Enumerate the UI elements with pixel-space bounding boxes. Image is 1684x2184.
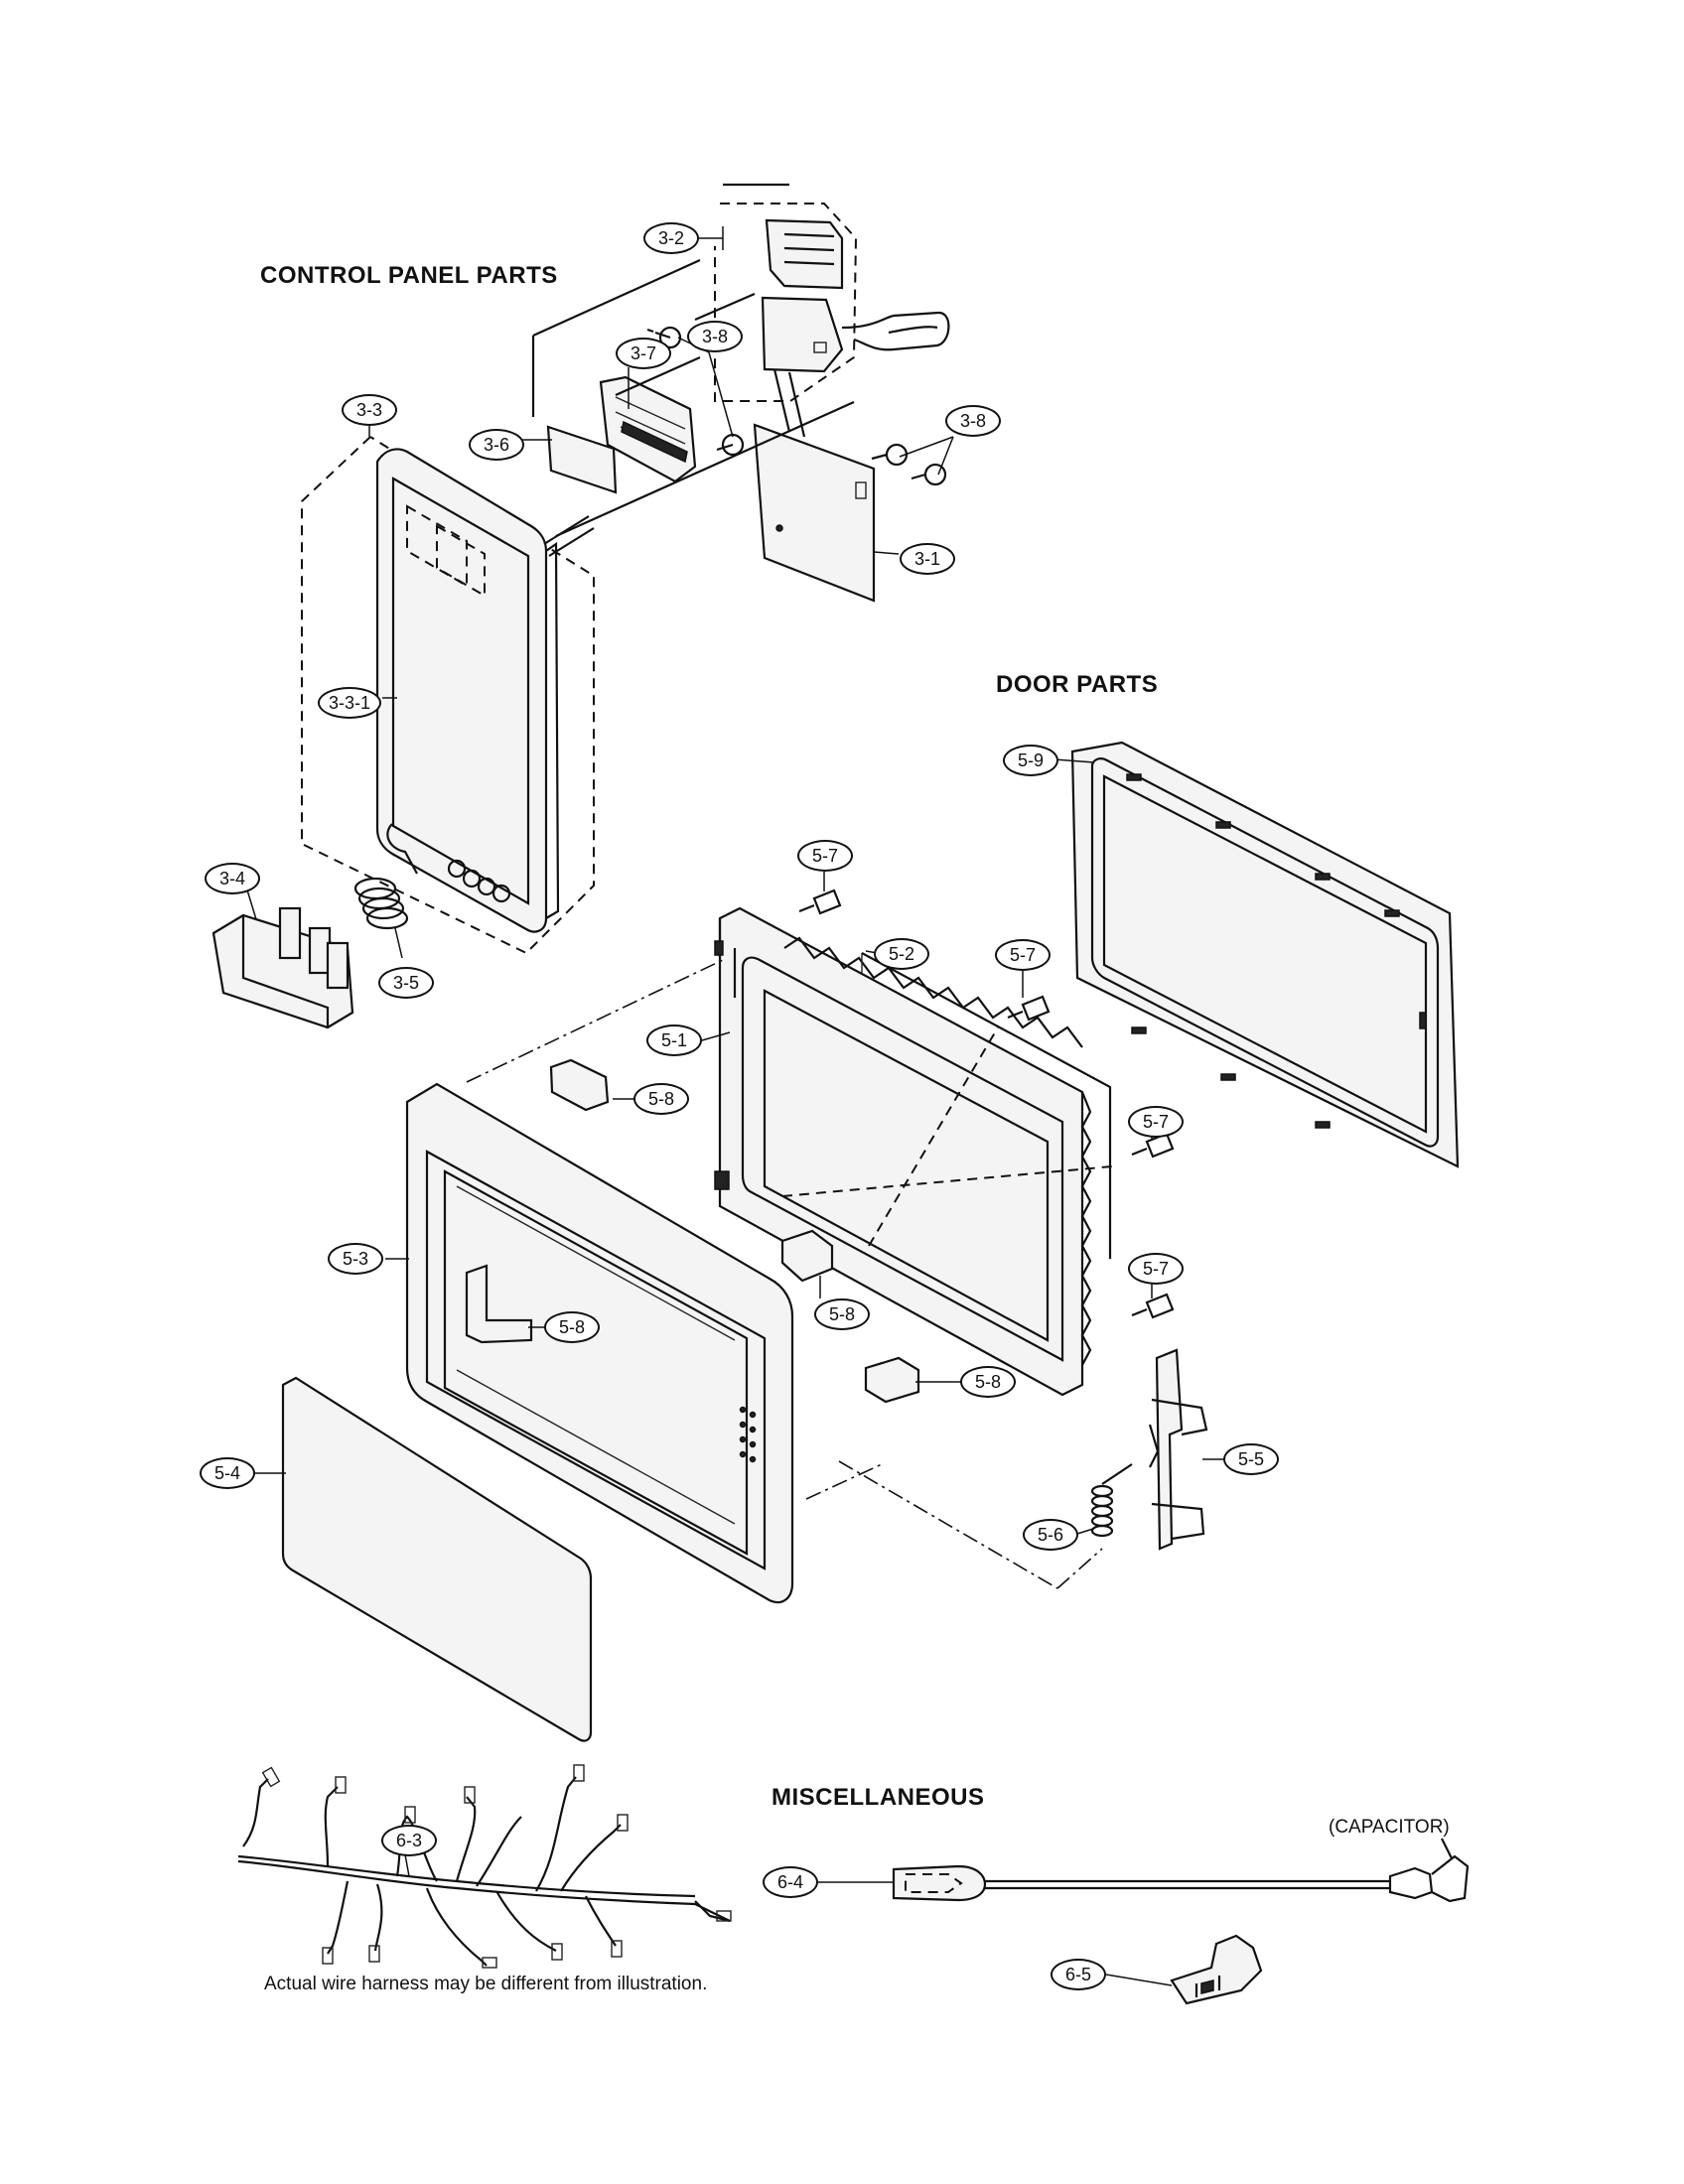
callout-5-8-top: 5-8 bbox=[633, 1083, 689, 1115]
callout-5-2: 5-2 bbox=[874, 938, 929, 970]
callout-5-7-bottom: 5-7 bbox=[1128, 1253, 1184, 1285]
callout-5-8-bottom: 5-8 bbox=[960, 1366, 1016, 1398]
callout-5-9: 5-9 bbox=[1003, 745, 1058, 776]
callout-3-7: 3-7 bbox=[616, 338, 671, 369]
door-assembly-drawing bbox=[281, 741, 1460, 1742]
control-panel-drawing bbox=[211, 183, 950, 1029]
miscellaneous-title: MISCELLANEOUS bbox=[772, 1784, 985, 1811]
callout-5-8-inner: 5-8 bbox=[544, 1311, 600, 1343]
callout-3-1: 3-1 bbox=[900, 543, 955, 575]
callout-3-6: 3-6 bbox=[469, 429, 524, 461]
callout-5-7-top: 5-7 bbox=[797, 840, 853, 872]
callout-6-4: 6-4 bbox=[763, 1866, 818, 1898]
callout-3-3: 3-3 bbox=[342, 394, 397, 426]
callout-3-5: 3-5 bbox=[378, 967, 434, 999]
capacitor-lead-drawing bbox=[892, 1838, 1470, 1903]
callout-3-8-right: 3-8 bbox=[945, 405, 1001, 437]
leader-lines bbox=[244, 226, 1225, 1986]
door-parts-title: DOOR PARTS bbox=[996, 671, 1159, 698]
callout-6-5: 6-5 bbox=[1051, 1959, 1106, 1990]
wire-harness-drawing bbox=[237, 1764, 732, 1969]
callout-6-3: 6-3 bbox=[381, 1825, 437, 1856]
callout-5-6: 5-6 bbox=[1023, 1519, 1078, 1551]
callout-3-2: 3-2 bbox=[643, 222, 699, 254]
callout-3-3-1: 3-3-1 bbox=[318, 687, 381, 719]
callout-5-7-mid: 5-7 bbox=[995, 939, 1051, 971]
callout-5-7-right: 5-7 bbox=[1128, 1106, 1184, 1138]
bracket-drawing bbox=[1170, 1934, 1263, 2005]
control-panel-parts-title: CONTROL PANEL PARTS bbox=[260, 262, 558, 289]
callout-5-3: 5-3 bbox=[328, 1243, 383, 1275]
capacitor-label: (CAPACITOR) bbox=[1329, 1817, 1450, 1838]
callout-5-8-side: 5-8 bbox=[814, 1298, 870, 1330]
wire-harness-note: Actual wire harness may be different fro… bbox=[264, 1974, 708, 1994]
callout-3-8-upper: 3-8 bbox=[687, 321, 743, 352]
callout-3-4: 3-4 bbox=[205, 863, 260, 894]
callout-5-5: 5-5 bbox=[1223, 1443, 1279, 1475]
callout-5-1: 5-1 bbox=[646, 1024, 702, 1056]
callout-5-4: 5-4 bbox=[200, 1457, 255, 1489]
